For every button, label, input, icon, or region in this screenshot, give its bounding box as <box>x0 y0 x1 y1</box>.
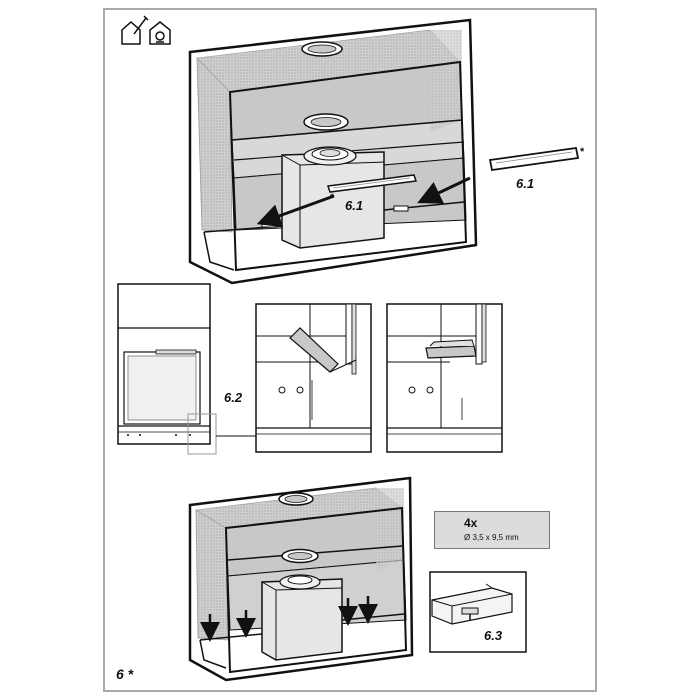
bottom-cabinet <box>188 476 414 682</box>
side-section-view <box>117 283 211 445</box>
asterisk-right: * <box>580 146 585 158</box>
screw-info-box <box>434 511 550 549</box>
zoom-indicator <box>187 413 217 455</box>
step-label-6-1-right: 6.1 <box>516 176 535 191</box>
top-cabinet <box>188 18 478 285</box>
bracket-6-1-right <box>488 146 580 172</box>
screw-size: Ø 3,5 x 9,5 mm <box>464 533 519 542</box>
step-label-6-1-left: 6.1 <box>345 198 364 213</box>
detail-panel-before <box>255 303 372 453</box>
figure-number: 6 * <box>116 666 134 682</box>
detail-panel-after <box>386 303 503 453</box>
house-hood-icon <box>149 21 171 45</box>
page-frame <box>103 8 597 692</box>
detail-panel-6-3 <box>429 571 527 653</box>
step-label-6-3: 6.3 <box>484 628 503 643</box>
step-label-6-2: 6.2 <box>224 390 243 405</box>
asterisk-left: * <box>330 192 335 204</box>
house-edit-icon <box>121 15 149 45</box>
screw-quantity: 4x <box>464 516 478 530</box>
